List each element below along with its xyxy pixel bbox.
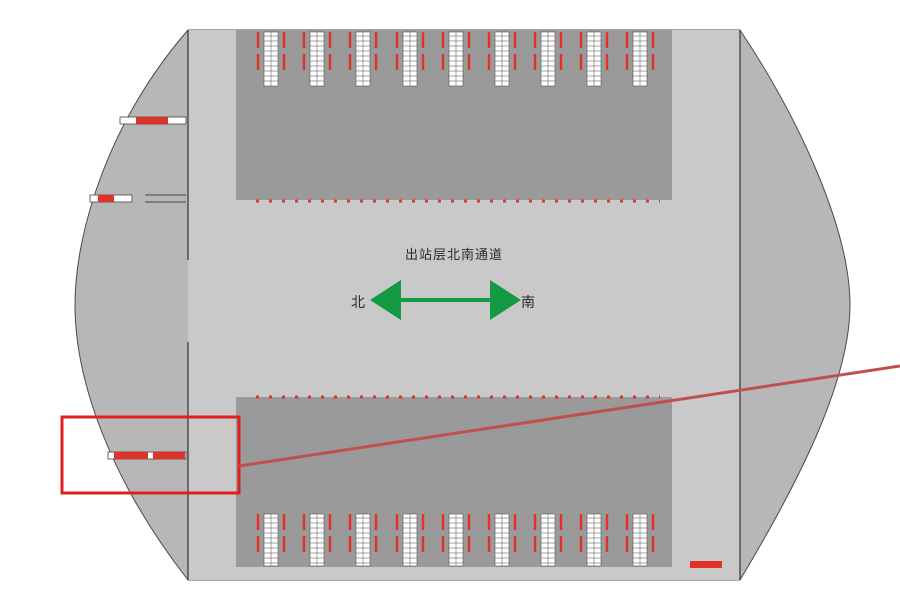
staircase-icon (487, 513, 517, 567)
north-label: 北 (351, 295, 365, 311)
callout-leader-line (238, 364, 900, 468)
staircase-icon (533, 31, 563, 87)
gate-barrier-icon (119, 116, 187, 125)
double-headed-arrow-icon (370, 280, 521, 320)
diagram-title: 出站层北南通道 (404, 248, 503, 263)
staircase-icon (579, 31, 609, 87)
gate-barrier-icon (89, 194, 186, 203)
staircase-icon (625, 513, 655, 567)
upper-stairs-group (256, 31, 655, 87)
staircase-icon (533, 513, 563, 567)
staircase-icon (395, 31, 425, 87)
callout-box (60, 415, 241, 495)
staircase-icon (625, 31, 655, 87)
staircase-icon (487, 31, 517, 87)
staircase-icon (348, 513, 378, 567)
staircase-icon (348, 31, 378, 87)
staircase-icon (256, 31, 286, 87)
staircase-icon (441, 513, 471, 567)
staircase-icon (579, 513, 609, 567)
staircase-icon (302, 31, 332, 87)
staircase-icon (302, 513, 332, 567)
exit-marker (690, 561, 722, 568)
lower-stairs-group (256, 513, 655, 567)
staircase-icon (441, 31, 471, 87)
gate-barrier-icon (107, 451, 187, 460)
south-label: 南 (521, 295, 535, 311)
staircase-icon (395, 513, 425, 567)
staircase-icon (256, 513, 286, 567)
